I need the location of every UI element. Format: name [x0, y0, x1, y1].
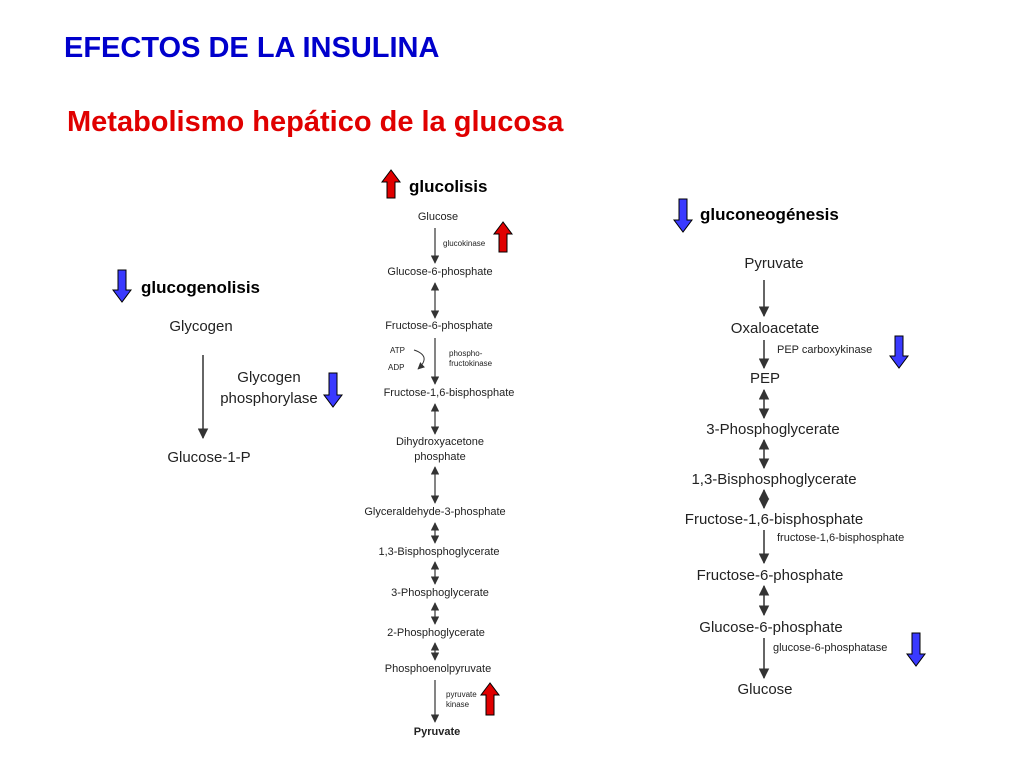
enzyme-glycogen-phosphorylase: Glycogen phosphorylase — [220, 367, 318, 409]
enzyme-line-2: phosphorylase — [220, 390, 318, 407]
enzyme-line-2: fructokinase — [449, 359, 493, 368]
enzyme-pyruvate-kinase: pyruvate kinase — [446, 690, 477, 710]
glucolisis-label: glucolisis — [409, 177, 488, 196]
enzyme-fbpase: fructose-1,6-bisphosphate — [777, 532, 905, 544]
node-pyruvate-gng: Pyruvate — [744, 255, 804, 272]
page-subtitle: Metabolismo hepático de la glucosa — [67, 106, 564, 138]
node-phosphoenolpyruvate: Phosphoenolpyruvate — [384, 663, 492, 675]
cofactor-atp: ATP — [390, 346, 405, 355]
node-glucose-6-phosphate: Glucose-6-phosphate — [387, 266, 493, 278]
enzyme-phosphofructokinase: phospho- fructokinase — [449, 349, 492, 369]
node-glucose-6-phosphate-gng: Glucose-6-phosphate — [699, 619, 843, 636]
atp-adp-curve — [413, 349, 425, 370]
pepck-down-arrow-icon — [889, 335, 909, 369]
node-3-phosphoglycerate: 3-Phosphoglycerate — [391, 587, 489, 599]
node-1-3-bisphosphoglycerate-gng: 1,3-Bisphosphoglycerate — [691, 471, 857, 488]
pyruvate-kinase-up-arrow-icon — [480, 682, 500, 716]
node-3-phosphoglycerate-gng: 3-Phosphoglycerate — [706, 421, 840, 438]
node-phosphate: phosphate — [414, 451, 466, 463]
enzyme-glucokinase: glucokinase — [443, 239, 486, 248]
glucogenolisis-label: glucogenolisis — [141, 278, 261, 297]
node-fructose-1-6-bisphosphate: Fructose-1,6-bisphosphate — [383, 387, 515, 399]
node-dihydroxyacetone: Dihydroxyacetone — [395, 436, 485, 448]
cofactor-adp: ADP — [388, 363, 405, 372]
enzyme-line-1: phospho- — [449, 349, 483, 358]
enzyme-line-1: Glycogen — [237, 369, 301, 386]
gluconeogenesis-down-arrow-icon — [673, 198, 693, 233]
node-pep: PEP — [749, 370, 781, 387]
page-title: EFECTOS DE LA INSULINA — [64, 32, 440, 64]
glucokinase-up-arrow-icon — [493, 221, 513, 253]
node-oxaloacetate: Oxaloacetate — [730, 320, 820, 337]
glucolisis-up-arrow-icon — [381, 169, 401, 199]
node-fructose-6-phosphate-gng: Fructose-6-phosphate — [696, 567, 844, 584]
node-glyceraldehyde-3-phosphate: Glyceraldehyde-3-phosphate — [364, 506, 506, 518]
enzyme-glucose-6-phosphatase: glucose-6-phosphatase — [773, 642, 888, 654]
enzyme-pep-carboxykinase: PEP carboxykinase — [777, 344, 873, 356]
glucogenolisis-down-arrow-icon — [112, 269, 132, 303]
node-2-phosphoglycerate: 2-Phosphoglycerate — [387, 627, 485, 639]
node-glucose-gng: Glucose — [737, 681, 793, 698]
gluconeogenesis-label: gluconeogénesis — [700, 205, 839, 224]
node-glucose-1-p: Glucose-1-P — [167, 449, 251, 466]
enzyme-line-2: kinase — [446, 700, 470, 709]
glycogen-phosphorylase-down-arrow-icon — [323, 372, 343, 408]
node-glucose: Glucose — [417, 211, 459, 223]
g6pase-down-arrow-icon — [906, 632, 926, 667]
node-fructose-6-phosphate: Fructose-6-phosphate — [385, 320, 493, 332]
node-fructose-1-6-bisphosphate-gng: Fructose-1,6-bisphosphate — [684, 511, 864, 528]
node-1-3-bisphosphoglycerate: 1,3-Bisphosphoglycerate — [378, 546, 500, 558]
node-pyruvate: Pyruvate — [413, 726, 461, 738]
node-glycogen: Glycogen — [169, 318, 233, 335]
enzyme-line-1: pyruvate — [446, 690, 477, 699]
